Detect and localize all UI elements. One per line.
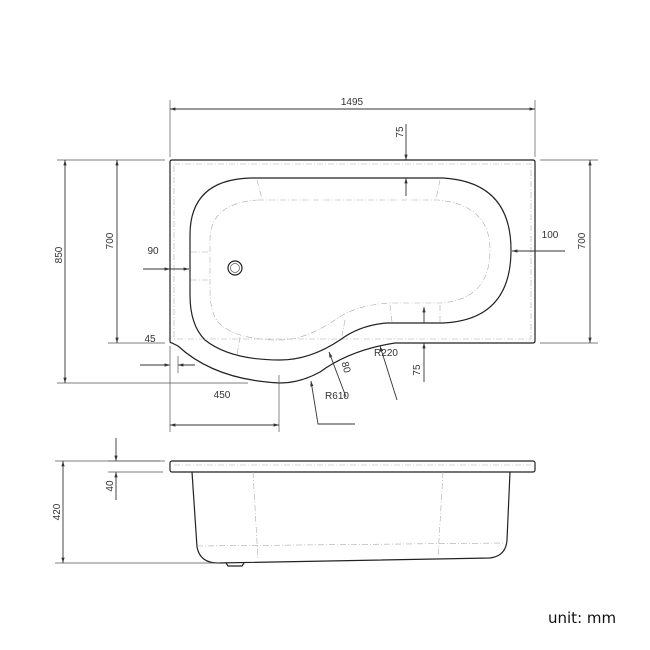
dim-rim-width-left: 700 xyxy=(105,160,165,344)
dim-top-rim-offset: 75 xyxy=(395,124,408,196)
drain-icon xyxy=(227,260,243,276)
dim-outer-radius: R610 xyxy=(310,380,355,425)
dim-inner-radius: R220 xyxy=(374,345,398,401)
dim-left-rim-offset: 90 xyxy=(143,246,189,271)
waste-outlet xyxy=(225,562,245,567)
tub-body-side xyxy=(191,471,511,564)
dim-label: 45 xyxy=(144,334,156,345)
basin-inner-line xyxy=(209,199,491,341)
dim-bottom-rim-offset: 75 xyxy=(412,307,426,382)
dim-label: 90 xyxy=(147,246,159,257)
dim-label: R610 xyxy=(325,391,349,402)
dim-label: 850 xyxy=(54,246,65,263)
dim-curve-offset: 45 xyxy=(140,334,195,373)
dim-rim-thickness: 40 xyxy=(105,438,165,500)
drain-inner xyxy=(230,263,240,273)
rim-hidden-line xyxy=(173,163,532,340)
dim-label: 700 xyxy=(577,232,588,249)
dim-overall-length: 1495 xyxy=(169,97,536,157)
dim-overall-width: 850 xyxy=(54,159,248,384)
side-view xyxy=(169,460,536,567)
dim-label: 1495 xyxy=(341,97,364,108)
dim-label: 450 xyxy=(214,390,231,401)
dim-height: 420 xyxy=(52,460,220,564)
dim-curve-start: 450 xyxy=(169,346,280,432)
plan-view xyxy=(169,159,536,384)
dim-label: 75 xyxy=(395,126,406,138)
dim-rim-width-right: 700 xyxy=(540,159,598,344)
side-hidden-lines xyxy=(196,471,506,561)
basin-outline xyxy=(189,177,512,361)
dim-label: 420 xyxy=(52,503,63,520)
dim-label: 700 xyxy=(105,232,116,249)
bath-outline-top xyxy=(169,159,536,384)
dim-label: 75 xyxy=(412,364,423,376)
rim-side xyxy=(169,460,536,473)
dim-right-rim-offset: 100 xyxy=(512,230,565,253)
dim-label: 100 xyxy=(542,230,559,241)
basin-seam-lines xyxy=(191,179,441,356)
dim-label: 80 xyxy=(339,361,353,375)
unit-label: unit: mm xyxy=(548,609,616,627)
dim-ledge-width: 80 xyxy=(328,351,353,398)
dim-label: R220 xyxy=(374,348,398,359)
dim-label: 40 xyxy=(105,480,116,492)
